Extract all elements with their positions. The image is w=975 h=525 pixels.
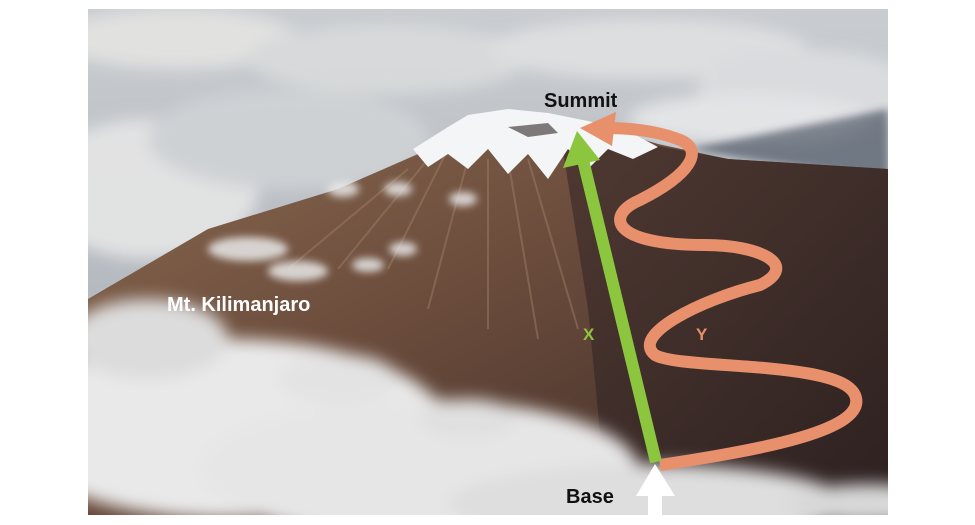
base-label: Base: [566, 486, 614, 508]
mountain-name-label: Mt. Kilimanjaro: [167, 294, 311, 316]
path-y-label: Y: [696, 325, 708, 344]
mountain-photo: [88, 9, 888, 515]
path-x-label: X: [583, 325, 595, 344]
summit-label: Summit: [544, 90, 618, 112]
